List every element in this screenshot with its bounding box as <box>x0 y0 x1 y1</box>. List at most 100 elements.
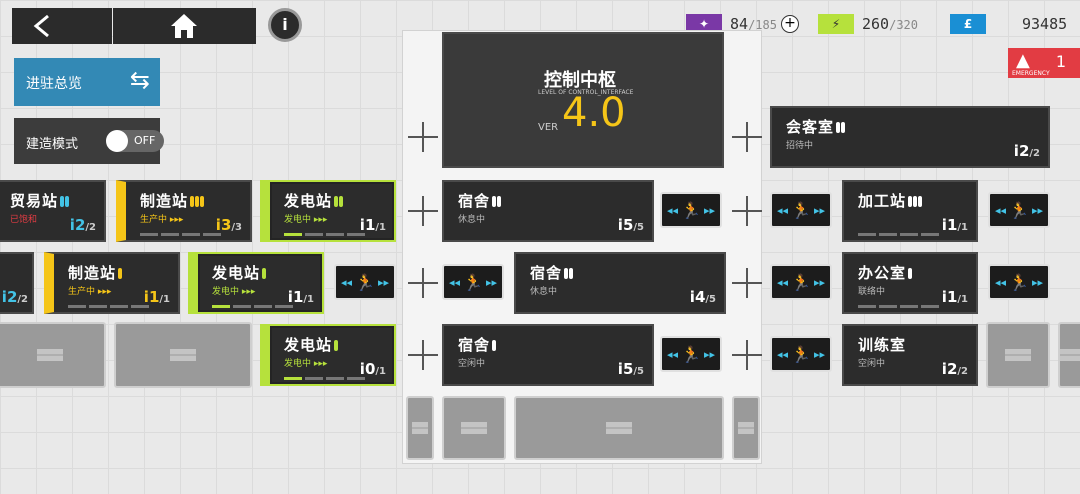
dorm1-max: /5 <box>633 222 644 233</box>
pow3-level: 0 <box>364 360 376 378</box>
office-room[interactable]: 办公室 联络中 i1/1 <box>842 252 978 314</box>
drone-icon: ✦ <box>686 14 722 34</box>
corridor-room[interactable]: ◂◂🏃▸▸ <box>442 264 504 300</box>
mfg1-level: 3 <box>220 216 232 234</box>
pow3-status: 发电中 ▸▸▸ <box>284 359 328 369</box>
toggle-knob <box>106 130 128 152</box>
dorm2-max: /5 <box>705 294 716 305</box>
dorm3-name: 宿舍 <box>458 336 491 354</box>
mfg2-max: /1 <box>159 294 170 305</box>
empty-slot[interactable] <box>732 396 760 460</box>
corridor-cross <box>732 122 762 152</box>
corridor-room[interactable]: ◂◂🏃▸▸ <box>770 264 832 300</box>
corridor-room[interactable]: ◂◂🏃▸▸ <box>988 264 1050 300</box>
swap-users-icon: ⇆ <box>129 66 150 94</box>
empty-slot[interactable] <box>406 396 434 460</box>
dorm3-status: 空闲中 <box>458 359 486 369</box>
corridor-cross <box>408 122 438 152</box>
corridor-room[interactable]: ◂◂🏃▸▸ <box>334 264 396 300</box>
add-drone-icon[interactable]: + <box>780 15 799 33</box>
mfg2-level: 1 <box>148 288 160 306</box>
empty-slot[interactable] <box>514 396 724 460</box>
train-status: 空闲中 <box>858 359 886 369</box>
empty-slot[interactable] <box>0 322 106 388</box>
power-icon: ⚡ <box>818 14 854 34</box>
pow2-status: 发电中 ▸▸▸ <box>212 287 256 297</box>
corridor-room[interactable]: ◂◂🏃▸▸ <box>770 336 832 372</box>
back-button[interactable] <box>12 8 112 44</box>
corridor-room[interactable]: ◂◂🏃▸▸ <box>988 192 1050 228</box>
empty-slot[interactable] <box>1058 322 1080 388</box>
power-plant-room-2[interactable]: 发电站 发电中 ▸▸▸ i1/1 <box>188 252 324 314</box>
dorm2-name: 宿舍 <box>530 264 563 282</box>
train-max: /2 <box>957 366 968 377</box>
build-mode-button[interactable]: 建造模式 OFF <box>14 118 164 164</box>
dorm1-level: 5 <box>622 216 634 234</box>
corridor-cross <box>732 268 762 298</box>
pow1-max: /1 <box>375 222 386 233</box>
power-plant-room-1[interactable]: 发电站 发电中 ▸▸▸ i1/1 <box>260 180 396 242</box>
trade-max: /2 <box>85 222 96 233</box>
mfg2-name: 制造站 <box>68 264 117 282</box>
meet-status: 招待中 <box>786 141 814 151</box>
corridor-cross <box>408 340 438 370</box>
dorm2-status: 休息中 <box>530 287 558 297</box>
overview-button[interactable]: 进驻总览 ⇆ <box>14 58 160 106</box>
back-arrow-icon <box>33 14 49 38</box>
work-max: /1 <box>957 222 968 233</box>
factory-room-2[interactable]: 制造站 生产中 ▸▸▸ i1/1 <box>44 252 180 314</box>
train-name: 训练室 <box>858 336 907 354</box>
pow2-max: /1 <box>303 294 314 305</box>
mfg1-status: 生产中 ▸▸▸ <box>140 215 184 225</box>
corridor-room[interactable]: ◂◂🏃▸▸ <box>660 192 722 228</box>
power-plant-room-3[interactable]: 发电站 发电中 ▸▸▸ i0/1 <box>260 324 396 386</box>
empty-slot[interactable] <box>442 396 506 460</box>
home-button[interactable] <box>113 8 256 44</box>
reception-room[interactable]: 会客室 招待中 i2/2 <box>770 106 1050 168</box>
left2-max: /2 <box>17 294 28 305</box>
empty-slot[interactable] <box>986 322 1050 388</box>
office-level: 1 <box>946 288 958 306</box>
office-max: /1 <box>957 294 968 305</box>
dorm1-status: 休息中 <box>458 215 486 225</box>
emergency-badge[interactable]: ▲ 1 EMERGENCY <box>1008 48 1080 78</box>
partial-room[interactable]: i2/2 <box>0 252 34 314</box>
empty-slot[interactable] <box>114 322 252 388</box>
trade-level: 2 <box>74 216 86 234</box>
warning-icon: ▲ <box>1016 50 1030 71</box>
build-mode-label: 建造模式 <box>26 137 79 152</box>
info-icon[interactable]: i <box>268 8 302 42</box>
training-room[interactable]: 训练室 空闲中 i2/2 <box>842 324 978 386</box>
meet-name: 会客室 <box>786 118 835 136</box>
corridor-room[interactable]: ◂◂🏃▸▸ <box>770 192 832 228</box>
left2-level: 2 <box>6 288 18 306</box>
corridor-room[interactable]: ◂◂🏃▸▸ <box>660 336 722 372</box>
trade-post-room[interactable]: 贸易站 已饱和 i2/2 <box>0 180 106 242</box>
trade-status: 已饱和 <box>10 215 38 225</box>
workshop-room[interactable]: 加工站 i1/1 <box>842 180 978 242</box>
control-center-room[interactable]: 控制中枢 LEVEL OF CONTROL_INTERFACE VER 4.0 <box>442 32 724 168</box>
lmd-value: 93485 <box>1022 15 1068 33</box>
mfg1-name: 制造站 <box>140 192 189 210</box>
emergency-count: 1 <box>1055 52 1066 71</box>
work-name: 加工站 <box>858 192 907 210</box>
office-status: 联络中 <box>858 287 886 297</box>
pow1-status: 发电中 ▸▸▸ <box>284 215 328 225</box>
control-subtitle: LEVEL OF CONTROL_INTERFACE <box>538 89 634 96</box>
corridor-cross <box>732 196 762 226</box>
dorm2-level: 4 <box>694 288 706 306</box>
corridor-cross <box>408 268 438 298</box>
dormitory-room-1[interactable]: 宿舍 休息中 i5/5 <box>442 180 654 242</box>
corridor-cross <box>408 196 438 226</box>
dorm1-name: 宿舍 <box>458 192 491 210</box>
dormitory-room-3[interactable]: 宿舍 空闲中 i5/5 <box>442 324 654 386</box>
pow3-name: 发电站 <box>284 336 333 354</box>
control-level: 4.0 <box>562 90 626 136</box>
dormitory-room-2[interactable]: 宿舍 休息中 i4/5 <box>514 252 726 314</box>
mfg2-status: 生产中 ▸▸▸ <box>68 287 112 297</box>
currency-icon: £ <box>950 14 986 34</box>
drone-max: /185 <box>748 18 777 32</box>
toggle-label: OFF <box>134 134 156 147</box>
build-mode-toggle[interactable]: OFF <box>106 130 164 152</box>
factory-room-1[interactable]: 制造站 生产中 ▸▸▸ i3/3 <box>116 180 252 242</box>
